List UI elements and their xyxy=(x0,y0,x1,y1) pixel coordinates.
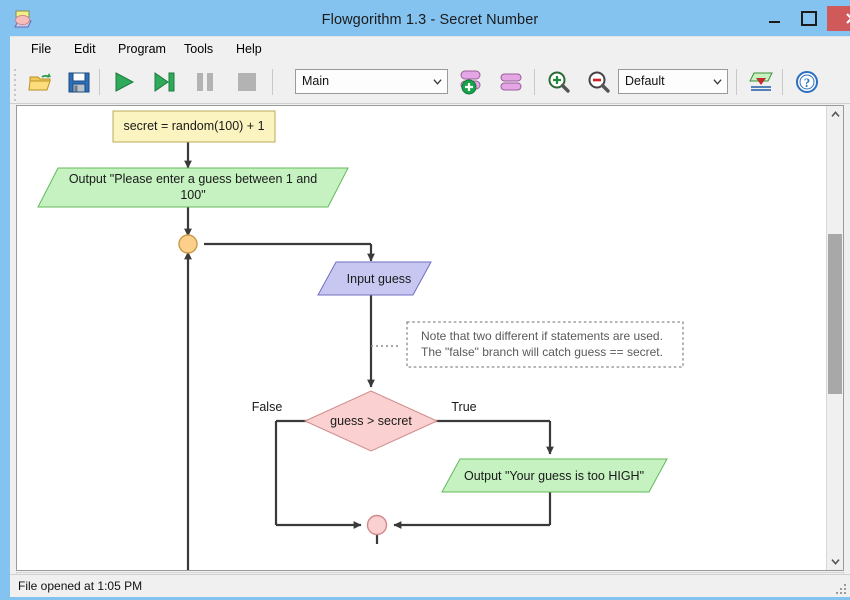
menu-bar: File Edit Program Tools Help xyxy=(10,37,850,62)
flowgorithm-app-icon xyxy=(12,9,34,31)
menu-edit[interactable]: Edit xyxy=(74,42,96,56)
add-shape-plus-icon xyxy=(460,70,481,95)
note-line-1: Note that two different if statements ar… xyxy=(421,329,663,343)
output-prompt-line1: Output "Please enter a guess between 1 a… xyxy=(69,172,317,186)
toolbar-separator-1 xyxy=(99,69,100,95)
zoom-in-button[interactable] xyxy=(542,65,576,99)
open-file-button[interactable] xyxy=(24,65,58,99)
toolbar-grip[interactable] xyxy=(14,69,17,101)
flow-node-output-high: Output "Your guess is too HIGH" xyxy=(441,458,668,493)
question-mark-icon: ? xyxy=(796,71,818,93)
flow-node-loop-point[interactable] xyxy=(178,234,198,254)
output-high-text: Output "Your guess is too HIGH" xyxy=(464,469,644,483)
toolbar-separator-4 xyxy=(736,69,737,95)
chevron-down-icon xyxy=(433,79,442,85)
flow-node-merge-point[interactable] xyxy=(366,514,388,536)
stop-button[interactable] xyxy=(230,65,264,99)
window-title: Flowgorithm 1.3 - Secret Number xyxy=(321,12,539,28)
magnifier-minus-icon xyxy=(588,71,610,93)
step-button[interactable] xyxy=(147,65,181,99)
add-function-button[interactable] xyxy=(455,65,489,99)
title-bar[interactable]: Flowgorithm 1.3 - Secret Number xyxy=(5,5,850,36)
function-combo[interactable]: Main xyxy=(295,69,448,94)
style-combo-value: Default xyxy=(625,74,665,88)
menu-file[interactable]: File xyxy=(31,42,52,56)
toolbar-separator-2 xyxy=(272,69,273,95)
zoom-out-button[interactable] xyxy=(582,65,616,99)
chevron-up-icon xyxy=(830,111,840,117)
status-message: File opened at 1:05 PM xyxy=(18,579,143,593)
pause-button[interactable] xyxy=(188,65,222,99)
minimize-button[interactable] xyxy=(760,5,788,31)
vertical-scrollbar[interactable] xyxy=(826,106,843,570)
note-line-2: The "false" branch will catch guess == s… xyxy=(421,345,663,359)
toolbar: Main xyxy=(10,61,850,104)
maximize-icon xyxy=(801,10,817,26)
close-icon xyxy=(845,13,850,24)
minimize-icon xyxy=(768,20,780,23)
pause-icon xyxy=(197,73,213,91)
style-combo[interactable]: Default xyxy=(618,69,728,94)
decision-high-text: guess > secret xyxy=(330,414,412,428)
flow-node-decision-high: guess > secret xyxy=(303,390,439,452)
step-over-icon xyxy=(154,72,175,92)
svg-text:?: ? xyxy=(804,76,810,90)
export-down-arrow-icon xyxy=(749,72,773,91)
play-triangle-icon xyxy=(115,72,135,92)
assign-secret-text: secret = random(100) + 1 xyxy=(123,119,264,133)
stop-square-icon xyxy=(238,73,256,91)
menu-program[interactable]: Program xyxy=(118,42,166,56)
maximize-button[interactable] xyxy=(795,5,823,31)
floppy-disk-save-icon xyxy=(68,72,90,93)
flowchart-note: Note that two different if statements ar… xyxy=(406,321,684,368)
output-prompt-line2: 100" xyxy=(180,188,205,202)
function-combo-value: Main xyxy=(302,74,330,88)
client-area: File Edit Program Tools Help xyxy=(10,36,850,597)
input-guess-text: Input guess xyxy=(347,272,412,286)
save-file-button[interactable] xyxy=(62,65,96,99)
menu-tools[interactable]: Tools xyxy=(184,42,214,56)
menu-help[interactable]: Help xyxy=(236,42,262,56)
functions-button[interactable] xyxy=(494,65,528,99)
flow-node-output-prompt: Output "Please enter a guess between 1 a… xyxy=(37,167,349,208)
toolbar-separator-3 xyxy=(534,69,535,95)
magnifier-plus-icon xyxy=(548,71,570,93)
run-button[interactable] xyxy=(107,65,141,99)
stacked-shapes-icon xyxy=(500,73,522,91)
scroll-down-button[interactable] xyxy=(827,553,843,570)
flowchart-canvas-container[interactable]: secret = random(100) + 1 Output "Please … xyxy=(16,105,844,571)
chevron-down-icon xyxy=(830,559,840,565)
branch-label-true: True xyxy=(451,400,476,414)
close-button[interactable] xyxy=(827,6,850,31)
help-button[interactable]: ? xyxy=(790,65,824,99)
branch-label-false: False xyxy=(252,400,283,414)
resize-grip-icon[interactable] xyxy=(835,583,847,595)
open-folder-icon xyxy=(28,73,51,91)
export-button[interactable] xyxy=(744,65,778,99)
scroll-up-button[interactable] xyxy=(827,106,843,123)
toolbar-separator-5 xyxy=(782,69,783,95)
flow-node-input-guess: Input guess xyxy=(317,261,432,296)
flowchart-canvas[interactable]: secret = random(100) + 1 Output "Please … xyxy=(17,106,827,570)
flow-node-assign-secret: secret = random(100) + 1 xyxy=(112,110,276,143)
vertical-scroll-thumb[interactable] xyxy=(828,234,842,394)
chevron-down-icon xyxy=(713,79,722,85)
status-bar: File opened at 1:05 PM xyxy=(10,574,850,597)
flowchart-svg: secret = random(100) + 1 Output "Please … xyxy=(37,110,684,570)
